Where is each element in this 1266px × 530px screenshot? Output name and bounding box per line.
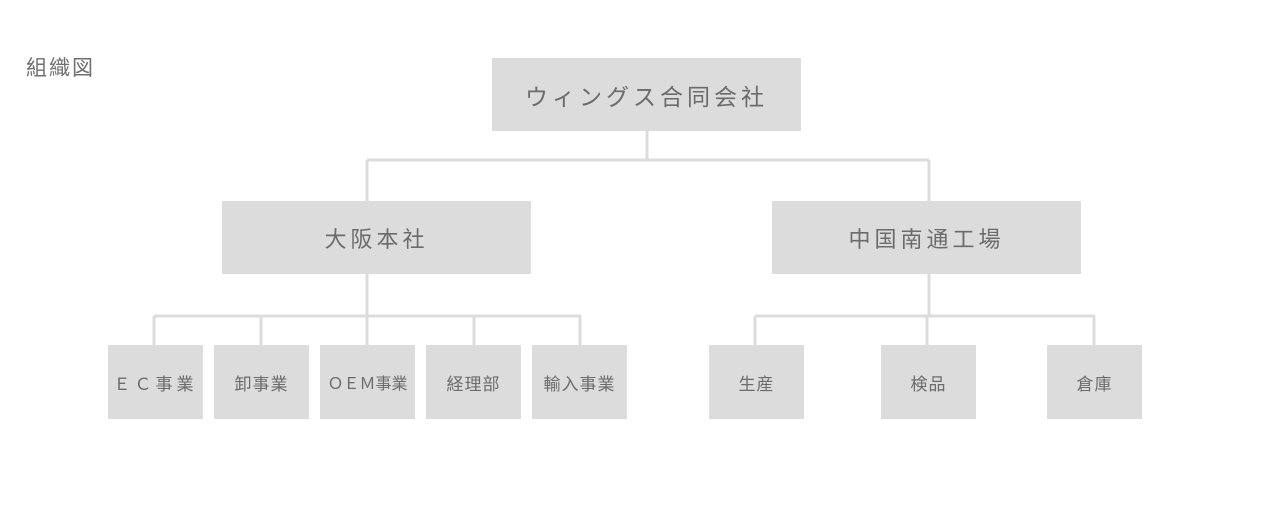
root-node: ウィングス合同会社: [492, 58, 801, 131]
leaf-node-warehouse: 倉庫: [1047, 345, 1142, 419]
leaf-node-label: ＯＥＭ事業: [327, 374, 408, 393]
page-title: 組織図: [26, 56, 95, 80]
branch-node-osaka: 大阪本社: [222, 201, 531, 274]
leaf-node-inspection: 検品: [881, 345, 976, 419]
leaf-node-ec: ＥＣ事業: [108, 345, 203, 419]
leaf-node-production: 生産: [709, 345, 804, 419]
leaf-node-label: 倉庫: [1076, 374, 1113, 395]
leaf-node-label: 輸入事業: [543, 374, 616, 395]
branch-node-nantong: 中国南通工場: [772, 201, 1081, 274]
leaf-node-label: 卸事業: [234, 374, 289, 395]
root-node-label: ウィングス合同会社: [525, 84, 768, 111]
leaf-node-label: 生産: [738, 374, 775, 395]
leaf-node-oem: ＯＥＭ事業: [320, 345, 415, 419]
leaf-node-import: 輸入事業: [532, 345, 627, 419]
leaf-node-wholesale: 卸事業: [214, 345, 309, 419]
branch-node-label: 大阪本社: [324, 227, 429, 253]
leaf-node-label: 経理部: [446, 374, 501, 395]
leaf-node-label: 検品: [910, 374, 947, 395]
leaf-node-label: ＥＣ事業: [113, 374, 198, 395]
leaf-node-accounting: 経理部: [426, 345, 521, 419]
branch-node-label: 中国南通工場: [848, 227, 1005, 253]
